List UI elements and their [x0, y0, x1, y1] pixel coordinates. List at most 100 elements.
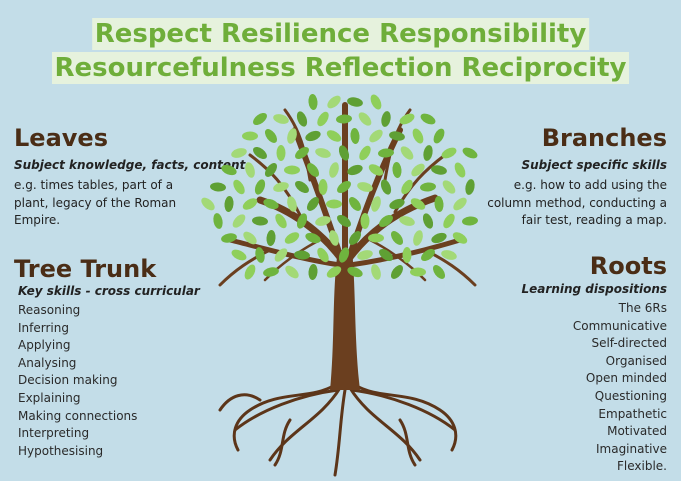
tree-leaf	[308, 94, 318, 110]
tree-root	[353, 383, 458, 452]
tree-leaf	[315, 216, 331, 226]
tree-leaf	[233, 179, 245, 195]
roots-disposition-item: Empathetic	[598, 406, 667, 421]
leaves-body: e.g. times tables, part of a plant, lega…	[14, 178, 177, 227]
tree-leaf	[287, 128, 297, 144]
tree-root	[398, 418, 417, 467]
tree-illustration	[201, 94, 478, 477]
tree-leaf	[412, 128, 424, 144]
tree-leaf	[264, 163, 278, 177]
roots-disposition-item: The 6Rs	[618, 301, 667, 315]
tree-leaf	[420, 113, 436, 125]
tree-leaf	[253, 112, 267, 126]
tree-leaf	[336, 114, 352, 124]
tree-root	[233, 388, 340, 432]
tree-leaf	[306, 197, 320, 211]
trunk-skill-item: Applying	[18, 338, 71, 353]
tree-leaf	[401, 179, 413, 195]
tree-leaf	[370, 94, 382, 110]
tree-leaf	[326, 266, 342, 278]
tree-leaf	[308, 264, 318, 280]
trunk-skill-item: Analysing	[18, 355, 77, 370]
trunk-heading: Tree Trunk	[14, 255, 157, 283]
roots-subtitle: Learning dispositions	[521, 282, 667, 296]
tree-leaf	[263, 267, 279, 277]
tree-leaf	[434, 196, 444, 212]
tree-leaf	[231, 148, 247, 158]
leaves-subtitle: Subject knowledge, facts, content	[14, 158, 246, 172]
tree-leaf	[347, 266, 363, 278]
tree-leaf	[244, 264, 256, 280]
tree-root	[348, 386, 422, 462]
tree-leaf	[221, 164, 237, 176]
tree-leaf	[465, 179, 475, 195]
leaves-heading: Leaves	[14, 124, 108, 152]
tree-branch	[227, 237, 343, 268]
tree-leaf	[348, 197, 362, 211]
tree-leaf	[326, 199, 342, 209]
branches-heading: Branches	[541, 124, 667, 152]
tree-leaf	[275, 213, 287, 229]
tree-branch	[218, 248, 272, 287]
tree-leaf	[295, 146, 309, 160]
tree-leaf	[350, 128, 360, 144]
tree-leaf	[357, 182, 373, 192]
tree-leaf	[305, 232, 321, 244]
trunk-skill-item: Hypothesising	[18, 443, 104, 458]
tree-leaf	[371, 264, 381, 280]
trunk-skill-item: Reasoning	[18, 303, 81, 317]
tree-leaf	[402, 247, 412, 263]
tree-leaf	[274, 248, 288, 262]
tree-leaf	[273, 114, 289, 124]
tree-root	[273, 418, 292, 467]
tree-leaf	[245, 162, 255, 178]
tree-leaf	[389, 131, 405, 141]
roots-disposition-item: Self-directed	[591, 336, 667, 351]
tree-leaf	[410, 267, 426, 277]
tree-leaf	[368, 233, 384, 243]
tree-leaf	[390, 231, 404, 245]
tree-leaf	[315, 148, 331, 158]
tree-leaf	[285, 265, 299, 279]
trunk-skill-item: Explaining	[18, 390, 81, 405]
tree-leaf	[392, 162, 402, 178]
tree-leaf	[337, 180, 351, 194]
trunk-skill-item: Inferring	[18, 320, 69, 335]
tree-leaf	[389, 198, 405, 210]
tree-leaf	[431, 165, 447, 175]
tree-leaves	[201, 94, 478, 280]
tree-leaf	[318, 179, 328, 195]
roots-disposition-item: Motivated	[607, 424, 667, 439]
tree-leaf	[400, 146, 414, 160]
tree-leaf	[327, 95, 341, 109]
tree-leaf	[413, 230, 423, 246]
tree-leaf	[347, 97, 363, 107]
tree-leaf	[360, 213, 370, 229]
tree-leaf	[287, 196, 297, 212]
tree-leaf	[371, 196, 381, 212]
tree-leaf	[390, 265, 404, 279]
tree-leaf	[294, 250, 310, 260]
tree-leaf	[317, 111, 329, 127]
tree-leaf	[410, 198, 426, 210]
tree-trunk	[330, 250, 360, 390]
tree-leaf	[255, 247, 265, 263]
tree-leaf	[433, 128, 445, 144]
trunk-skill-item: Interpreting	[18, 426, 90, 441]
tree-roots	[218, 383, 458, 477]
tree-leaf	[252, 216, 268, 226]
tree-root	[350, 388, 457, 432]
trunk-skill-item: Decision making	[18, 373, 118, 388]
tree-leaf	[443, 213, 455, 229]
tree-leaf	[329, 162, 339, 178]
tree-leaf	[454, 162, 466, 178]
tree-leaf	[317, 247, 329, 263]
tree-leaf	[337, 214, 351, 228]
tree-leaf	[359, 145, 371, 161]
tree-leaf	[378, 148, 394, 158]
tree-leaf	[357, 250, 373, 260]
tree-leaf	[441, 147, 457, 159]
tree-leaf	[263, 198, 279, 210]
tree-leaf	[422, 213, 434, 229]
